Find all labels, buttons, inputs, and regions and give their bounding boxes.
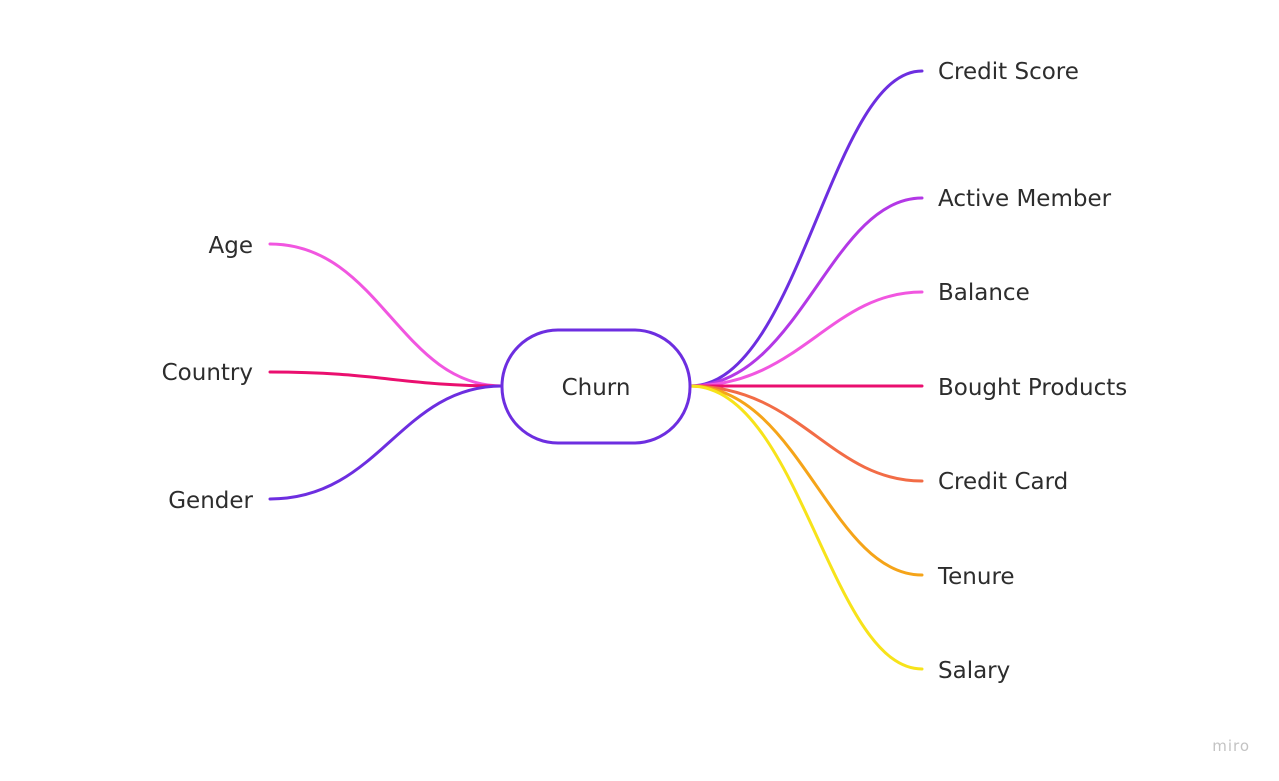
connector-credit-card bbox=[688, 384, 924, 483]
branch-label-balance[interactable]: Balance bbox=[938, 280, 1030, 306]
connector-age bbox=[268, 242, 504, 388]
miro-watermark: miro bbox=[1212, 737, 1250, 755]
branch-label-tenure[interactable]: Tenure bbox=[937, 564, 1015, 590]
branch-label-credit-score[interactable]: Credit Score bbox=[938, 59, 1079, 85]
branch-label-credit-card[interactable]: Credit Card bbox=[938, 469, 1068, 495]
connector-salary bbox=[688, 384, 924, 671]
connector-gender bbox=[268, 384, 504, 501]
branch-label-salary[interactable]: Salary bbox=[938, 658, 1010, 684]
branch-label-active-member[interactable]: Active Member bbox=[938, 186, 1112, 212]
branch-label-country[interactable]: Country bbox=[162, 360, 253, 386]
center-node[interactable] bbox=[500, 328, 692, 445]
branch-label-age[interactable]: Age bbox=[209, 233, 253, 259]
branch-label-gender[interactable]: Gender bbox=[168, 488, 253, 514]
connector-tenure bbox=[688, 384, 924, 577]
connector-active-member bbox=[688, 196, 924, 388]
branch-label-bought-products[interactable]: Bought Products bbox=[938, 375, 1127, 401]
connector-balance bbox=[688, 290, 924, 388]
connector-country bbox=[268, 370, 504, 388]
connector-credit-score bbox=[688, 69, 924, 388]
center-node-label: Churn bbox=[562, 375, 631, 401]
